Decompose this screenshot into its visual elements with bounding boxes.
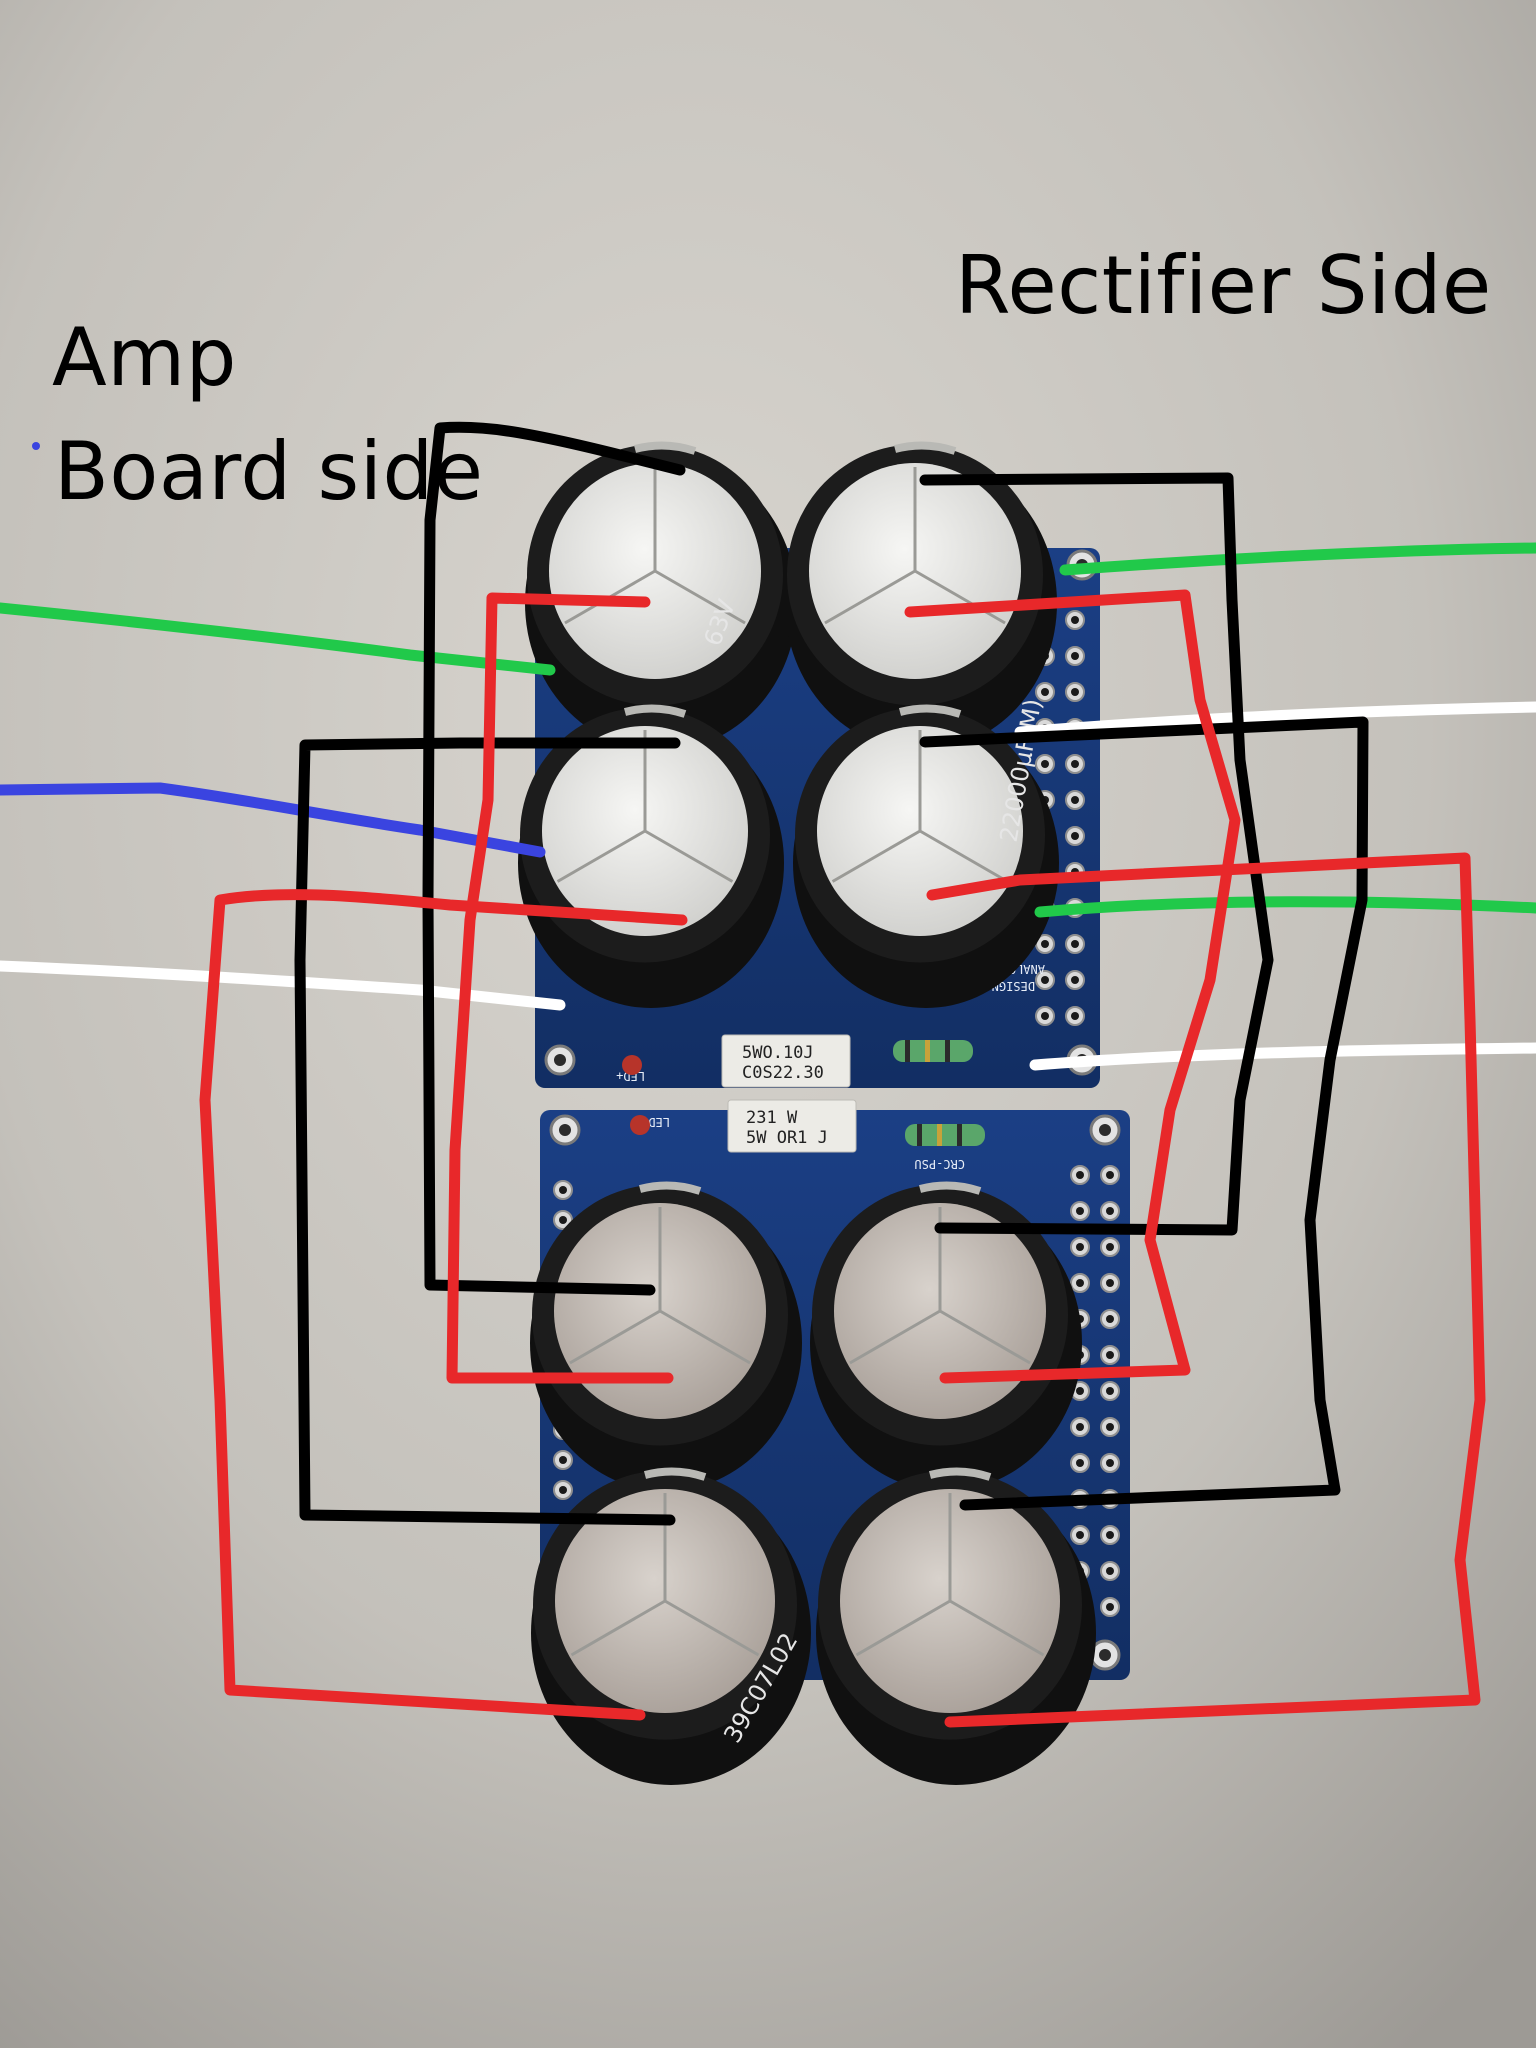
wire-red-1 [446,592,674,1384]
capacitor-5 [530,1181,802,1491]
pcb-label-crc-psu: CRC-PSU [914,1157,965,1171]
led-top [622,1055,642,1075]
resistor-top-line2: C0S22.30 [742,1063,824,1083]
wire-green-2 [1059,542,1536,576]
wires [0,421,1536,1728]
wire-blue [0,782,546,858]
amp-label: Amp [52,311,237,404]
wire-red-4 [926,852,1486,1728]
wire-red-3 [904,589,1241,1384]
wire-black-3 [919,472,1274,1236]
resistor-top-line1: 5WO.10J [742,1043,814,1063]
wire-green-1 [0,602,556,676]
capacitor-6 [810,1181,1082,1491]
led-bottom [630,1115,650,1135]
capacitor-2 [785,441,1057,751]
wire-red-2 [199,889,688,1721]
capacitor-8 [816,1467,1096,1785]
resistor-top: 5WO.10J C0S22.30 [721,1034,851,1088]
blue-dot [32,442,40,450]
capacitor-1 [525,441,797,751]
rectifier-side-label: Rectifier Side [955,239,1492,332]
board-side-label: Board side [54,425,484,518]
capacitor-3 [518,704,784,1008]
wire-black-1 [422,421,686,1296]
resistor-bottom: 231 W 5W OR1 J [727,1099,857,1153]
wire-black-4 [919,716,1369,1511]
wire-black-2 [294,737,681,1526]
small-resistors [893,1040,985,1146]
capacitors [518,441,1096,1785]
resistor-bottom-line2: 5W OR1 J [746,1128,828,1148]
wire-white-1 [0,960,566,1011]
resistor-bottom-line1: 231 W [746,1108,798,1128]
